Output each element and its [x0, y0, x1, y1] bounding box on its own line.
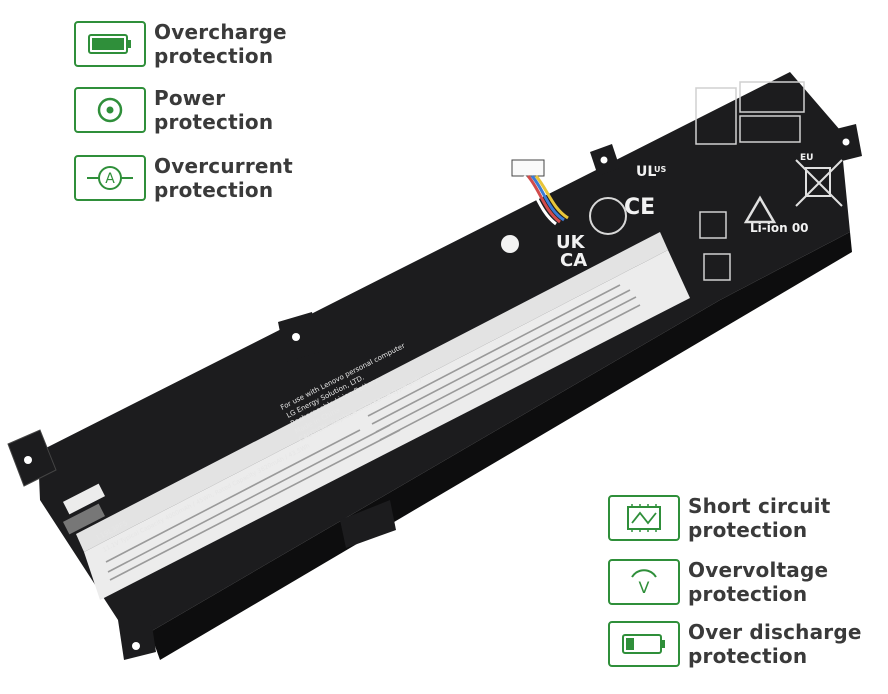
feature-label-line1: Overcharge [154, 20, 287, 44]
feature-label-line2: protection [154, 44, 274, 68]
feature-label-line2: protection [154, 178, 274, 202]
feature-overcharge: Overcharge protection [74, 20, 287, 68]
connector-cable [511, 159, 569, 226]
battery-low-icon [608, 621, 680, 667]
svg-text:V: V [639, 578, 650, 597]
voltmeter-icon: V [608, 559, 680, 605]
recycle-seal [589, 197, 627, 235]
feature-short-circuit: Short circuit protection [608, 494, 830, 542]
battery-full-icon [74, 21, 146, 67]
liion-mark: Li-ion 00 [750, 221, 809, 235]
feature-power: Power protection [74, 86, 273, 134]
feature-label-line1: Overcurrent [154, 154, 293, 178]
ul-mark: UL [636, 164, 656, 180]
ce-mark: CE [624, 195, 655, 220]
feature-label-line1: Over discharge [688, 620, 862, 644]
svg-text:A: A [105, 171, 115, 187]
power-target-icon [74, 87, 146, 133]
feature-label-line1: Short circuit [688, 494, 831, 518]
circuit-board-icon [608, 495, 680, 541]
recycle-icon [743, 195, 777, 224]
feature-label-line1: Overvoltage [688, 558, 829, 582]
feature-label-line2: protection [154, 110, 274, 134]
ukca-mark-bottom: CA [560, 250, 587, 271]
weee-bin-icon [795, 159, 843, 207]
feature-label-line2: protection [688, 518, 808, 542]
mount-tab-bottom [118, 612, 156, 660]
feature-label-line2: protection [688, 582, 808, 606]
mount-tab-left [7, 429, 57, 487]
eu-mark: EU [800, 153, 813, 163]
feature-label-line1: Power [154, 86, 226, 110]
feature-overcurrent: A Overcurrent protection [74, 154, 293, 202]
feature-label-line2: protection [688, 644, 808, 668]
ukca-mark-top: UK [556, 232, 586, 253]
feature-overvoltage: V Overvoltage protection [608, 558, 828, 606]
ammeter-icon: A [74, 155, 146, 201]
us-mark: US [654, 165, 666, 174]
feature-over-discharge: Over discharge protection [608, 620, 862, 668]
